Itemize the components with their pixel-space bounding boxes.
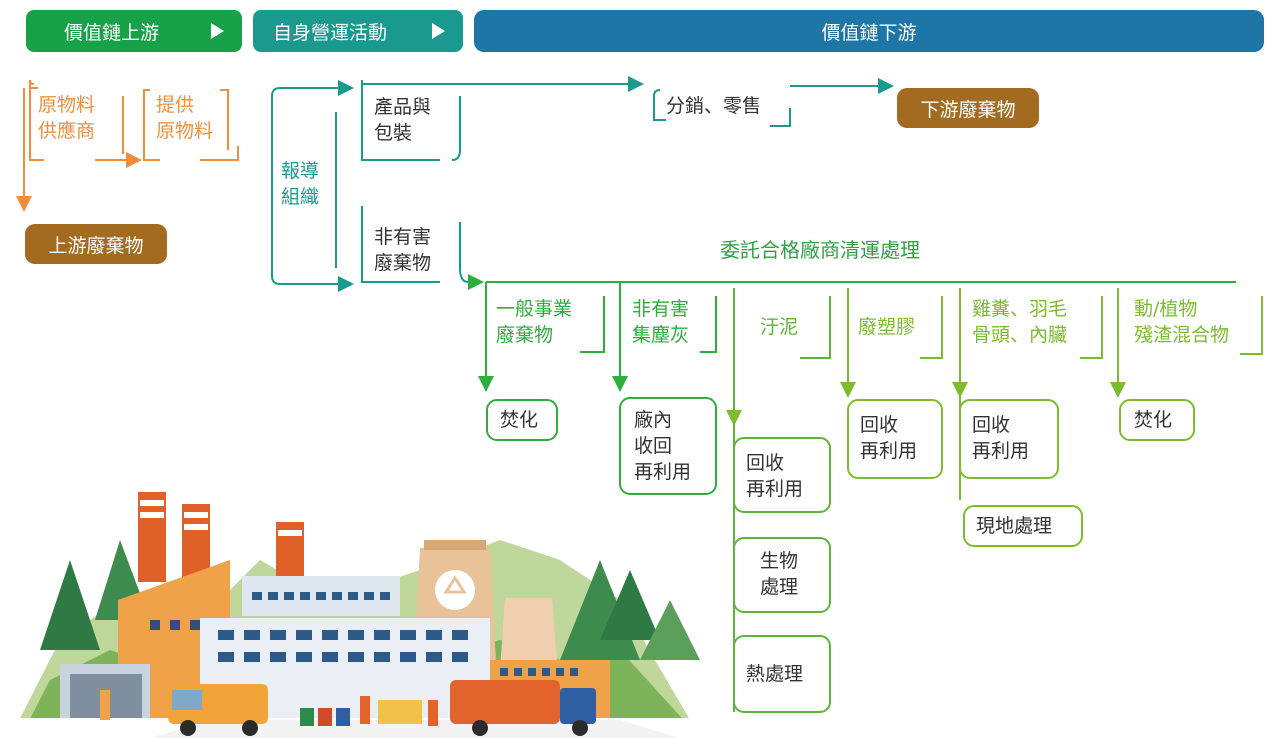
result-line: 再利用 (746, 478, 804, 500)
header-upstream-label: 價值鏈上游 (64, 21, 160, 44)
downstream-waste-label: 下游廢棄物 (920, 98, 1016, 121)
reporting-org-line1: 報導 (281, 160, 320, 182)
arrow-right-icon (432, 23, 445, 39)
header-downstream-label: 價值鏈下游 (821, 21, 917, 44)
raw-supplier-label: 原物料 供應商 (38, 92, 95, 144)
downstream-waste-badge: 下游廢棄物 (897, 88, 1039, 128)
products-line2: 包裝 (374, 122, 413, 144)
category-poultry-residue: 雞糞、羽毛 骨頭、內臟 (972, 296, 1067, 348)
result-poultry-recycle: 回收 再利用 (972, 412, 1029, 464)
result-sludge-recycle: 回收 再利用 (746, 450, 803, 502)
header-own-operations: 自身營運活動 (253, 10, 463, 52)
header-upstream: 價值鏈上游 (26, 10, 242, 52)
category-label-line: 廢棄物 (496, 324, 554, 346)
result-line: 再利用 (634, 461, 692, 483)
result-line: 處理 (760, 576, 799, 598)
result-line: 再利用 (860, 440, 918, 462)
non-hazardous-label: 非有害 廢棄物 (374, 224, 431, 276)
products-line1: 產品與 (374, 96, 432, 118)
provide-raw-line1: 提供 (156, 94, 195, 116)
category-sludge: 汙泥 (760, 314, 798, 340)
result-line: 回收 (972, 414, 1011, 436)
category-label-line: 雞糞、羽毛 (972, 298, 1068, 320)
reporting-org-line2: 組織 (281, 186, 320, 208)
raw-supplier-line1: 原物料 (38, 94, 96, 116)
result-thermal-treatment: 熱處理 (746, 663, 804, 685)
category-label-line: 非有害 (632, 298, 690, 320)
category-waste-plastic: 廢塑膠 (858, 314, 915, 340)
category-label-line: 廢塑膠 (858, 316, 916, 338)
result-incineration-2: 焚化 (1134, 409, 1173, 431)
result-line: 回收 (860, 414, 899, 436)
category-label-line: 動/植物 (1134, 298, 1198, 320)
result-plastic-recycle: 回收 再利用 (860, 412, 917, 464)
non-hazardous-line2: 廢棄物 (374, 252, 432, 274)
contractor-title: 委託合格廠商清運處理 (720, 238, 920, 262)
provide-raw-label: 提供 原物料 (156, 92, 213, 144)
reporting-org-label: 報導 組織 (281, 158, 319, 210)
result-bio-treatment: 生物 處理 (760, 548, 798, 600)
category-label-line: 汙泥 (760, 316, 799, 338)
result-line: 廠內 (634, 409, 673, 431)
upstream-waste-label: 上游廢棄物 (48, 234, 144, 257)
category-label-line: 集塵灰 (632, 324, 690, 346)
result-line: 再利用 (972, 440, 1030, 462)
category-label-line: 一般事業 (496, 298, 573, 320)
arrow-right-icon (211, 23, 224, 39)
category-dust-ash: 非有害 集塵灰 (632, 296, 689, 348)
header-downstream: 價值鏈下游 (474, 10, 1264, 52)
result-in-plant-reuse: 廠內 收回 再利用 (634, 407, 691, 485)
result-line: 收回 (634, 435, 673, 457)
non-hazardous-line1: 非有害 (374, 226, 432, 248)
raw-supplier-line2: 供應商 (38, 120, 96, 142)
result-incineration: 焚化 (500, 409, 539, 431)
products-label: 產品與 包裝 (374, 94, 431, 146)
result-line: 回收 (746, 452, 785, 474)
result-on-site-treatment: 現地處理 (976, 515, 1053, 537)
provide-raw-line2: 原物料 (156, 120, 214, 142)
category-label-line: 殘渣混合物 (1134, 324, 1230, 346)
result-line: 生物 (760, 550, 799, 572)
upstream-waste-badge: 上游廢棄物 (25, 224, 167, 264)
header-own-label: 自身營運活動 (273, 21, 388, 44)
category-label-line: 骨頭、內臟 (972, 324, 1068, 346)
distribution-label: 分銷、零售 (666, 95, 762, 117)
category-general-waste: 一般事業 廢棄物 (496, 296, 572, 348)
category-animal-plant-residue: 動/植物 殘渣混合物 (1134, 296, 1229, 348)
